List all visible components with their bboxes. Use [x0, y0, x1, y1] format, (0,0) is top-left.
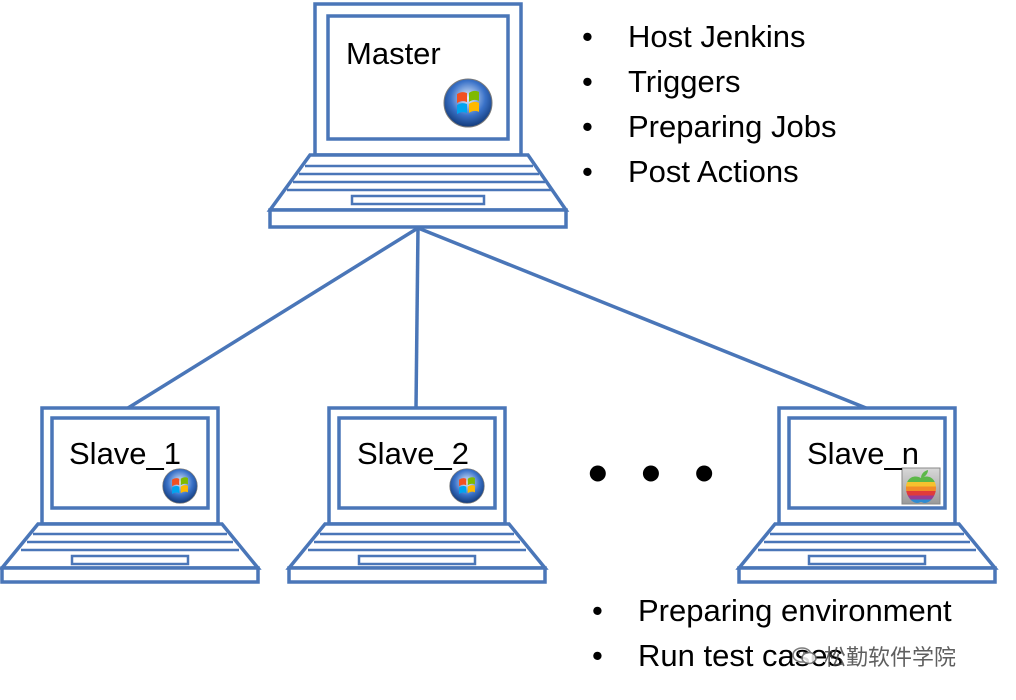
slaven-label: Slave_n	[807, 436, 920, 471]
slave1-laptop	[0, 406, 262, 584]
slave2-windows-logo-icon	[449, 468, 485, 504]
slave-duty-item: Preparing environment	[592, 588, 952, 633]
slave1-windows-logo-icon	[162, 468, 198, 504]
connection-lines	[127, 226, 867, 410]
slave-duties-list: Preparing environment Run test cases	[592, 588, 952, 678]
link-master-slaven	[417, 226, 867, 410]
slave1-label: Slave_1	[69, 436, 182, 471]
slave2-laptop	[285, 406, 549, 584]
master-duties-list: Host Jenkins Triggers Preparing Jobs Pos…	[582, 14, 837, 194]
master-duty-item: Post Actions	[582, 149, 837, 194]
slave2-label: Slave_2	[357, 436, 470, 471]
master-duty-item: Host Jenkins	[582, 14, 837, 59]
more-slaves-ellipsis: • • •	[588, 441, 723, 504]
slaven-apple-logo-icon	[901, 467, 941, 505]
link-master-slave2	[414, 227, 420, 409]
watermark-text: 松勤软件学院	[824, 645, 957, 670]
watermark: 松勤软件学院	[792, 640, 956, 672]
master-windows-logo-icon	[443, 78, 493, 128]
master-label: Master	[346, 36, 441, 71]
master-duty-item: Triggers	[582, 59, 837, 104]
slaven-laptop	[735, 406, 999, 584]
wechat-icon	[792, 647, 817, 665]
link-master-slave1	[127, 226, 419, 410]
master-duty-item: Preparing Jobs	[582, 104, 837, 149]
